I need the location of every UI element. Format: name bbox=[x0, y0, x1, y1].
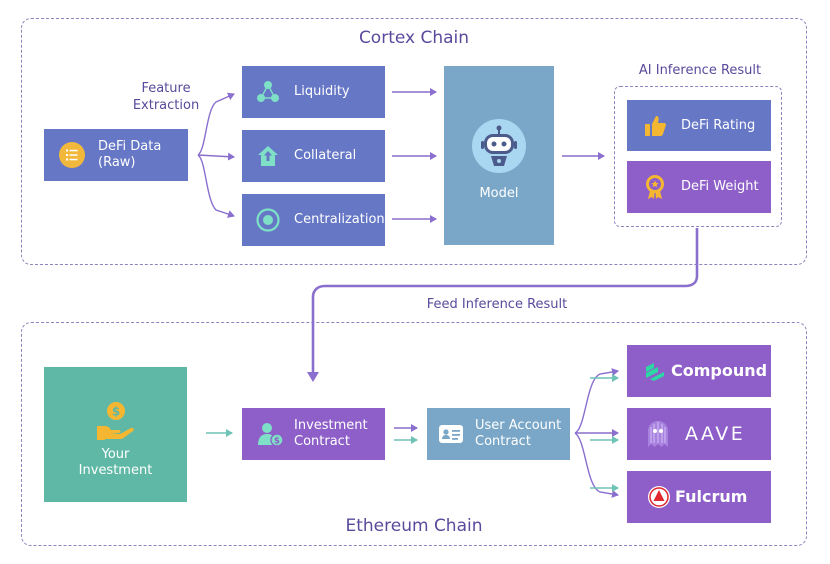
your-investment-label: Your Investment bbox=[79, 447, 153, 479]
id-card-icon bbox=[439, 425, 463, 443]
feature-extraction-line1: Feature bbox=[141, 81, 191, 96]
your-investment-box: $ Your Investment bbox=[44, 367, 187, 502]
feature-collateral-label: Collateral bbox=[294, 148, 357, 163]
medal-icon bbox=[646, 175, 664, 199]
feature-liquidity-label: Liquidity bbox=[294, 84, 350, 99]
ai-inference-result-group bbox=[614, 86, 782, 227]
feature-extraction-line2: Extraction bbox=[132, 98, 200, 113]
ai-inference-result-title: AI Inference Result bbox=[638, 63, 762, 78]
raw-line1: DeFi Data bbox=[98, 139, 162, 154]
ethereum-chain-region bbox=[21, 322, 807, 546]
svg-text:$: $ bbox=[274, 437, 280, 447]
investment-line2: Investment bbox=[78, 463, 153, 478]
cortex-chain-title: Cortex Chain bbox=[358, 28, 470, 48]
feature-collateral-box: Collateral bbox=[242, 130, 385, 182]
house-icon bbox=[258, 146, 278, 166]
investment-contract-box: $ Investment Contract bbox=[242, 408, 385, 460]
user-dollar-icon: $ bbox=[258, 423, 284, 447]
cortex-chain-region bbox=[21, 18, 807, 265]
investment-line1: Your bbox=[101, 447, 130, 462]
protocol-compound-label: Compound bbox=[671, 361, 768, 380]
contract-line1: Investment bbox=[294, 418, 368, 433]
investment-contract-label: Investment Contract bbox=[294, 418, 368, 450]
ethereum-chain-title: Ethereum Chain bbox=[345, 516, 483, 536]
target-icon bbox=[256, 208, 280, 232]
account-line2: Contract bbox=[475, 434, 531, 449]
fulcrum-logo-icon bbox=[648, 486, 670, 508]
svg-text:$: $ bbox=[111, 405, 119, 419]
feature-centralization-box: Centralization bbox=[242, 194, 385, 246]
protocol-aave-label: AAVE bbox=[685, 423, 746, 445]
feed-inference-result-label: Feed Inference Result bbox=[426, 297, 568, 312]
defi-rating-box: DeFi Rating bbox=[627, 100, 771, 151]
thumbs-up-icon bbox=[645, 115, 666, 136]
model-box: Model bbox=[444, 66, 554, 245]
model-label: Model bbox=[479, 186, 519, 201]
defi-data-raw-label: DeFi Data (Raw) bbox=[98, 139, 161, 171]
network-icon bbox=[257, 81, 279, 102]
defi-weight-box: DeFi Weight bbox=[627, 161, 771, 213]
protocol-aave-box: AAVE bbox=[627, 408, 771, 460]
feature-centralization-label: Centralization bbox=[294, 212, 385, 227]
protocol-fulcrum-label: Fulcrum bbox=[675, 487, 748, 506]
defi-weight-label: DeFi Weight bbox=[681, 179, 759, 194]
compound-logo-icon bbox=[646, 363, 664, 381]
account-line1: User Account bbox=[475, 418, 562, 433]
defi-data-raw-box: DeFi Data (Raw) bbox=[44, 129, 188, 181]
contract-line2: Contract bbox=[294, 434, 350, 449]
user-account-contract-box: User Account Contract bbox=[427, 408, 570, 460]
protocol-compound-box: Compound bbox=[627, 345, 771, 397]
aave-ghost-icon bbox=[648, 421, 668, 447]
user-account-contract-label: User Account Contract bbox=[475, 418, 561, 450]
raw-line2: (Raw) bbox=[98, 155, 136, 170]
robot-icon bbox=[472, 119, 526, 173]
defi-rating-label: DeFi Rating bbox=[681, 117, 756, 133]
list-icon bbox=[59, 142, 85, 168]
money-hand-icon: $ bbox=[96, 402, 134, 440]
feature-liquidity-box: Liquidity bbox=[242, 66, 385, 118]
protocol-fulcrum-box: Fulcrum bbox=[627, 471, 771, 523]
feature-extraction-label: Feature Extraction bbox=[128, 80, 204, 114]
